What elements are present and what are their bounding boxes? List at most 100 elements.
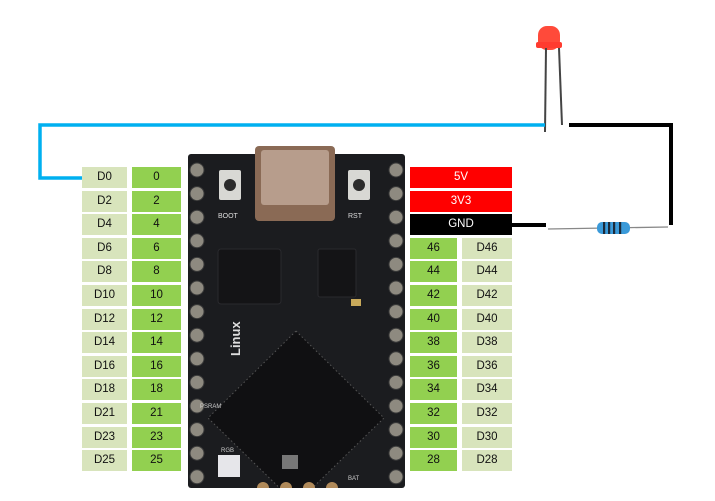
gpio-label: D23 bbox=[82, 427, 127, 448]
header-pin bbox=[388, 209, 404, 225]
dev-board-graphic: BOOT RST Linux PSRAM RGB BAT bbox=[188, 146, 405, 501]
right-pin-column bbox=[388, 162, 404, 485]
gpio-label: D0 bbox=[82, 167, 127, 188]
boot-button-cap bbox=[224, 179, 236, 191]
soc-chip bbox=[207, 330, 385, 501]
cathode-wire bbox=[569, 123, 673, 225]
gpio-label: D8 bbox=[82, 261, 127, 282]
pin-number: 10 bbox=[132, 285, 181, 306]
gpio-label: D34 bbox=[462, 379, 512, 400]
reset-button-cap bbox=[353, 179, 365, 191]
header-pin bbox=[189, 445, 205, 461]
header-pin bbox=[388, 374, 404, 390]
pin-number: 38 bbox=[410, 332, 457, 353]
led-rim bbox=[536, 42, 562, 48]
header-pin bbox=[189, 209, 205, 225]
header-pin bbox=[189, 256, 205, 272]
header-pin bbox=[189, 186, 205, 202]
header-pin bbox=[189, 280, 205, 296]
gpio-label: D10 bbox=[82, 285, 127, 306]
left-pin-column bbox=[189, 162, 205, 485]
pin-number: 21 bbox=[132, 403, 181, 424]
header-pin bbox=[189, 162, 205, 178]
gpio-label: D4 bbox=[82, 214, 127, 235]
gpio-label: D32 bbox=[462, 403, 512, 424]
regulator-chip bbox=[317, 248, 357, 298]
silk-boot: BOOT bbox=[218, 213, 239, 220]
pin-number: 2 bbox=[132, 191, 181, 212]
dev-board: BOOT RST Linux PSRAM RGB BAT bbox=[188, 146, 405, 501]
pin-number: 36 bbox=[410, 356, 457, 377]
silk-rst: RST bbox=[348, 213, 363, 220]
resistor-band-3 bbox=[613, 222, 616, 234]
pin-number: 34 bbox=[410, 379, 457, 400]
header-pin bbox=[388, 162, 404, 178]
flash-chip bbox=[217, 248, 282, 305]
power-pin-gnd: GND bbox=[410, 214, 512, 235]
pin-number: 46 bbox=[410, 238, 457, 259]
gpio-label: D14 bbox=[82, 332, 127, 353]
header-pin bbox=[189, 469, 205, 485]
gpio-label: D28 bbox=[462, 450, 512, 471]
gpio-label: D40 bbox=[462, 309, 512, 330]
gpio-label: D46 bbox=[462, 238, 512, 259]
pin-number: 6 bbox=[132, 238, 181, 259]
silk-linux: Linux bbox=[228, 321, 243, 356]
silk-bat: BAT bbox=[348, 476, 360, 482]
header-pin bbox=[388, 304, 404, 320]
pin-number: 44 bbox=[410, 261, 457, 282]
gpio-label: D30 bbox=[462, 427, 512, 448]
header-pin bbox=[189, 422, 205, 438]
led-cathode-leg bbox=[558, 47, 563, 126]
pin-number: 14 bbox=[132, 332, 181, 353]
led-anode-leg bbox=[544, 47, 547, 133]
pin-number: 25 bbox=[132, 450, 181, 471]
pin-number: 12 bbox=[132, 309, 181, 330]
header-pin bbox=[388, 280, 404, 296]
gpio-label: D6 bbox=[82, 238, 127, 259]
pin-number: 0 bbox=[132, 167, 181, 188]
header-pin bbox=[388, 398, 404, 414]
resistor bbox=[547, 222, 669, 234]
gpio-label: D44 bbox=[462, 261, 512, 282]
resistor-band-1 bbox=[603, 222, 606, 234]
pin-number: 28 bbox=[410, 450, 457, 471]
header-pin bbox=[189, 304, 205, 320]
usb-c-shell bbox=[261, 150, 329, 205]
gpio-label: D38 bbox=[462, 332, 512, 353]
pin-number: 23 bbox=[132, 427, 181, 448]
pin-number: 32 bbox=[410, 403, 457, 424]
led bbox=[536, 26, 563, 133]
silk-psram: PSRAM bbox=[200, 404, 221, 410]
pin-number: 4 bbox=[132, 214, 181, 235]
gpio-label: D12 bbox=[82, 309, 127, 330]
signal-wire bbox=[38, 123, 545, 180]
pin-number: 40 bbox=[410, 309, 457, 330]
power-pin-5v: 5V bbox=[410, 167, 512, 188]
header-pin bbox=[189, 327, 205, 343]
power-pin-3v3: 3V3 bbox=[410, 191, 512, 212]
header-pin bbox=[189, 351, 205, 367]
crystal bbox=[282, 455, 298, 469]
gpio-label: D42 bbox=[462, 285, 512, 306]
header-pin bbox=[388, 445, 404, 461]
gpio-label: D2 bbox=[82, 191, 127, 212]
pin-number: 42 bbox=[410, 285, 457, 306]
rgb-led bbox=[218, 455, 240, 477]
pin-number: 16 bbox=[132, 356, 181, 377]
header-pin bbox=[388, 327, 404, 343]
resistor-band-2 bbox=[608, 222, 611, 234]
gpio-label: D36 bbox=[462, 356, 512, 377]
gpio-label: D21 bbox=[82, 403, 127, 424]
header-pin bbox=[388, 351, 404, 367]
header-pin bbox=[388, 256, 404, 272]
pin-number: 8 bbox=[132, 261, 181, 282]
gpio-label: D25 bbox=[82, 450, 127, 471]
header-pin bbox=[388, 186, 404, 202]
header-pin bbox=[388, 469, 404, 485]
pin-number: 18 bbox=[132, 379, 181, 400]
header-pin bbox=[189, 233, 205, 249]
header-pin bbox=[388, 422, 404, 438]
gpio-label: D16 bbox=[82, 356, 127, 377]
